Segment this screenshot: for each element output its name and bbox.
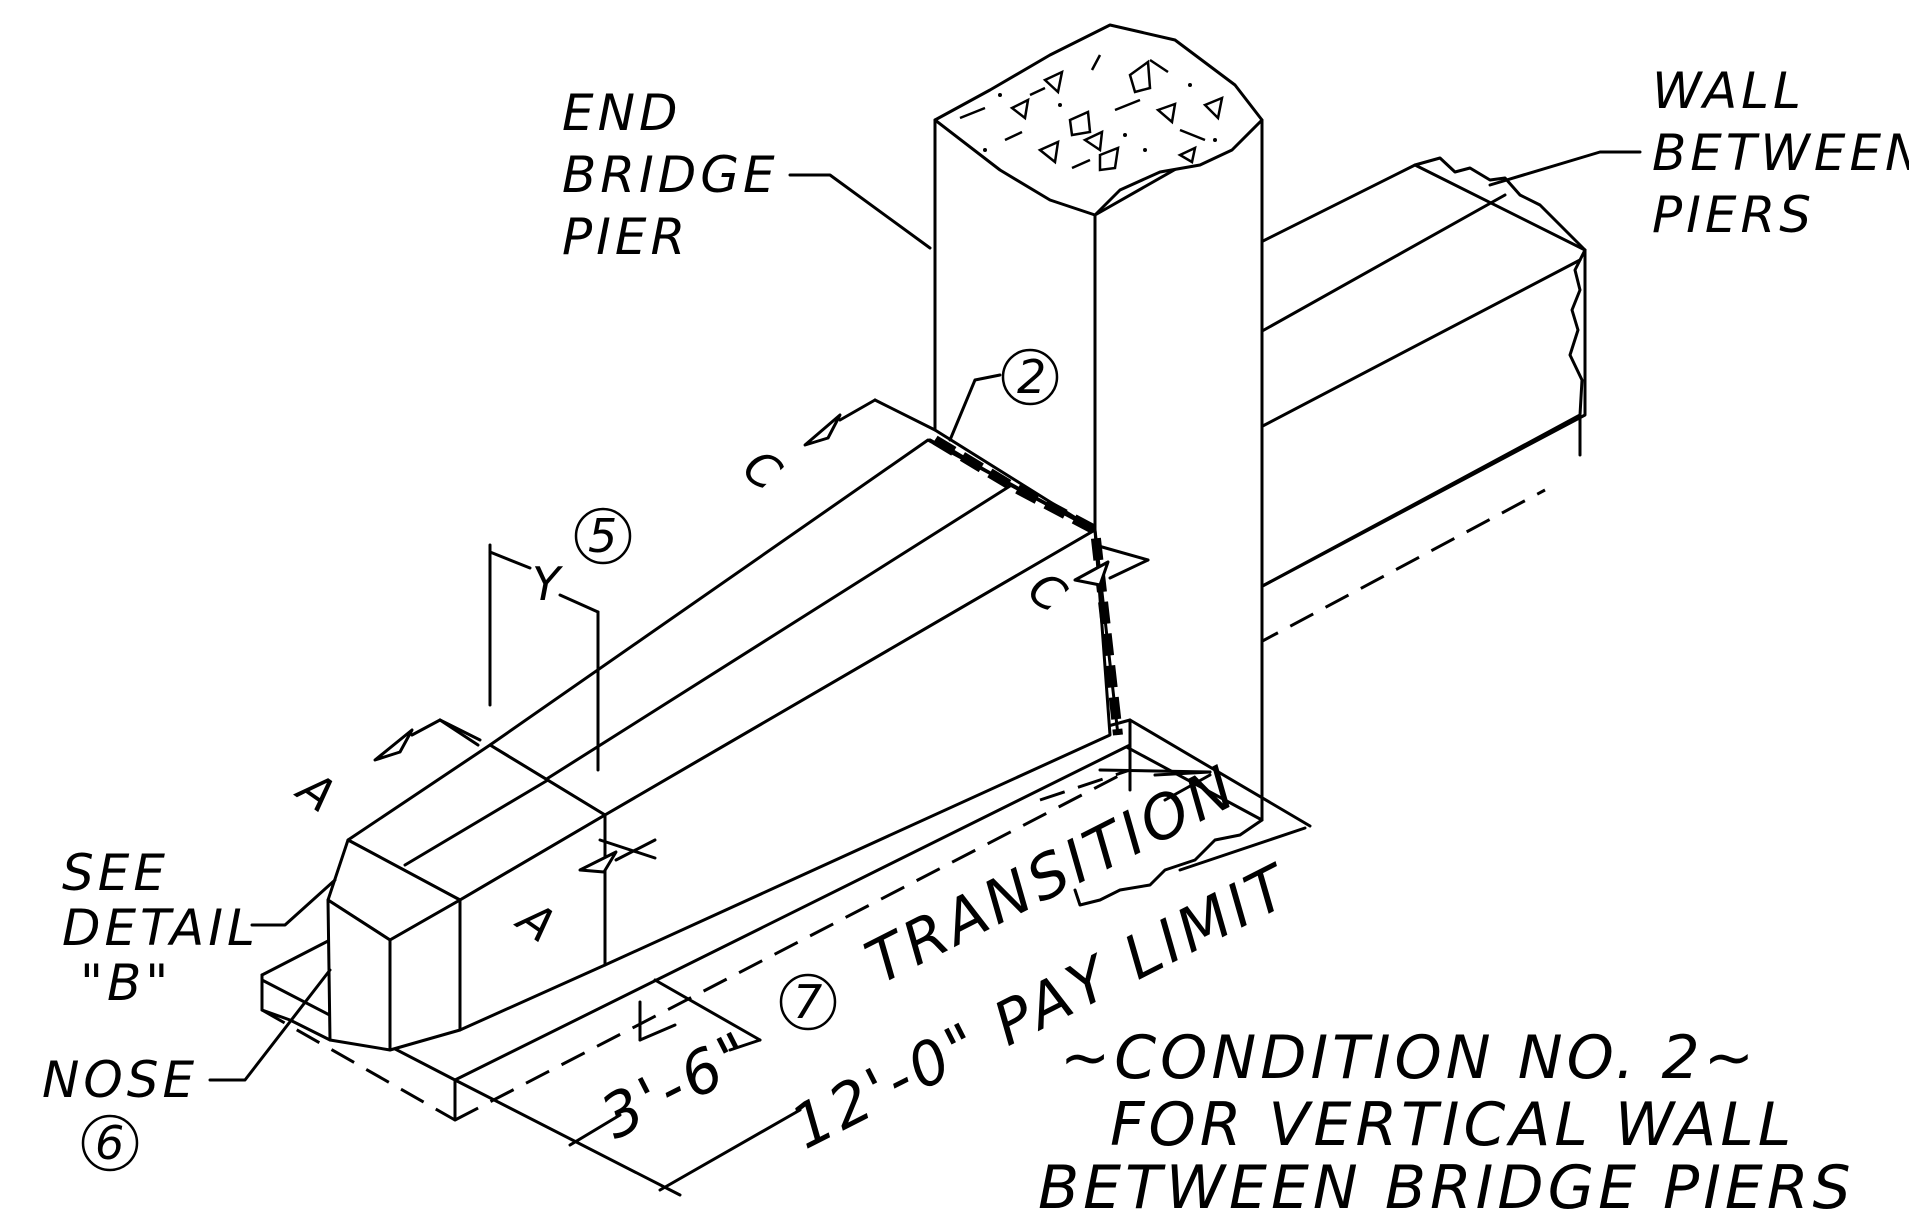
label-end-bridge-pier: END BRIDGE PIER — [562, 84, 779, 266]
section-cut-a — [373, 718, 657, 874]
svg-text:SEE: SEE — [62, 844, 169, 902]
section-cut-c — [803, 398, 1150, 587]
svg-text:PIER: PIER — [562, 208, 689, 266]
wall-between-piers — [1253, 156, 1587, 647]
callout-7: 7 — [779, 973, 837, 1031]
svg-text:2: 2 — [1017, 350, 1049, 404]
svg-text:FOR VERTICAL WALL: FOR VERTICAL WALL — [1110, 1090, 1795, 1160]
leaders — [208, 150, 1642, 1082]
svg-text:"B": "B" — [80, 954, 172, 1012]
svg-text:END: END — [562, 84, 682, 142]
svg-text:5: 5 — [588, 509, 620, 563]
label-see-detail-b: SEE DETAIL "B" — [62, 844, 259, 1012]
callout-6: 6 — [81, 1114, 139, 1172]
svg-text:BETWEEN: BETWEEN — [1652, 124, 1909, 182]
svg-text:DETAIL: DETAIL — [62, 899, 259, 957]
nose-block — [260, 743, 607, 1052]
section-letter-a-top: A — [286, 759, 348, 825]
label-wall-between-piers: WALL BETWEEN PIERS — [1652, 62, 1909, 244]
callout-5: 5 — [574, 507, 632, 565]
callout-2: 2 — [1001, 348, 1059, 406]
svg-text:BETWEEN BRIDGE PIERS: BETWEEN BRIDGE PIERS — [1038, 1153, 1855, 1212]
drawing-title: ~CONDITION NO. 2~ FOR VERTICAL WALL BETW… — [1038, 1023, 1855, 1217]
y-dimension — [488, 543, 600, 772]
y-dimension-label: Y — [532, 557, 564, 611]
svg-text:WALL: WALL — [1652, 62, 1805, 120]
section-letter-c-top: C — [734, 439, 794, 503]
barrier-transition — [488, 435, 1123, 967]
dimension-lines — [453, 718, 1312, 1197]
svg-text:~CONDITION NO. 2~: ~CONDITION NO. 2~ — [1060, 1023, 1758, 1093]
svg-text:BRIDGE: BRIDGE — [562, 146, 779, 204]
svg-text:PIERS: PIERS — [1652, 186, 1815, 244]
svg-text:7: 7 — [793, 975, 825, 1029]
end-bridge-pier — [933, 23, 1264, 907]
label-nose: NOSE — [42, 1051, 198, 1109]
svg-text:6: 6 — [95, 1116, 127, 1170]
